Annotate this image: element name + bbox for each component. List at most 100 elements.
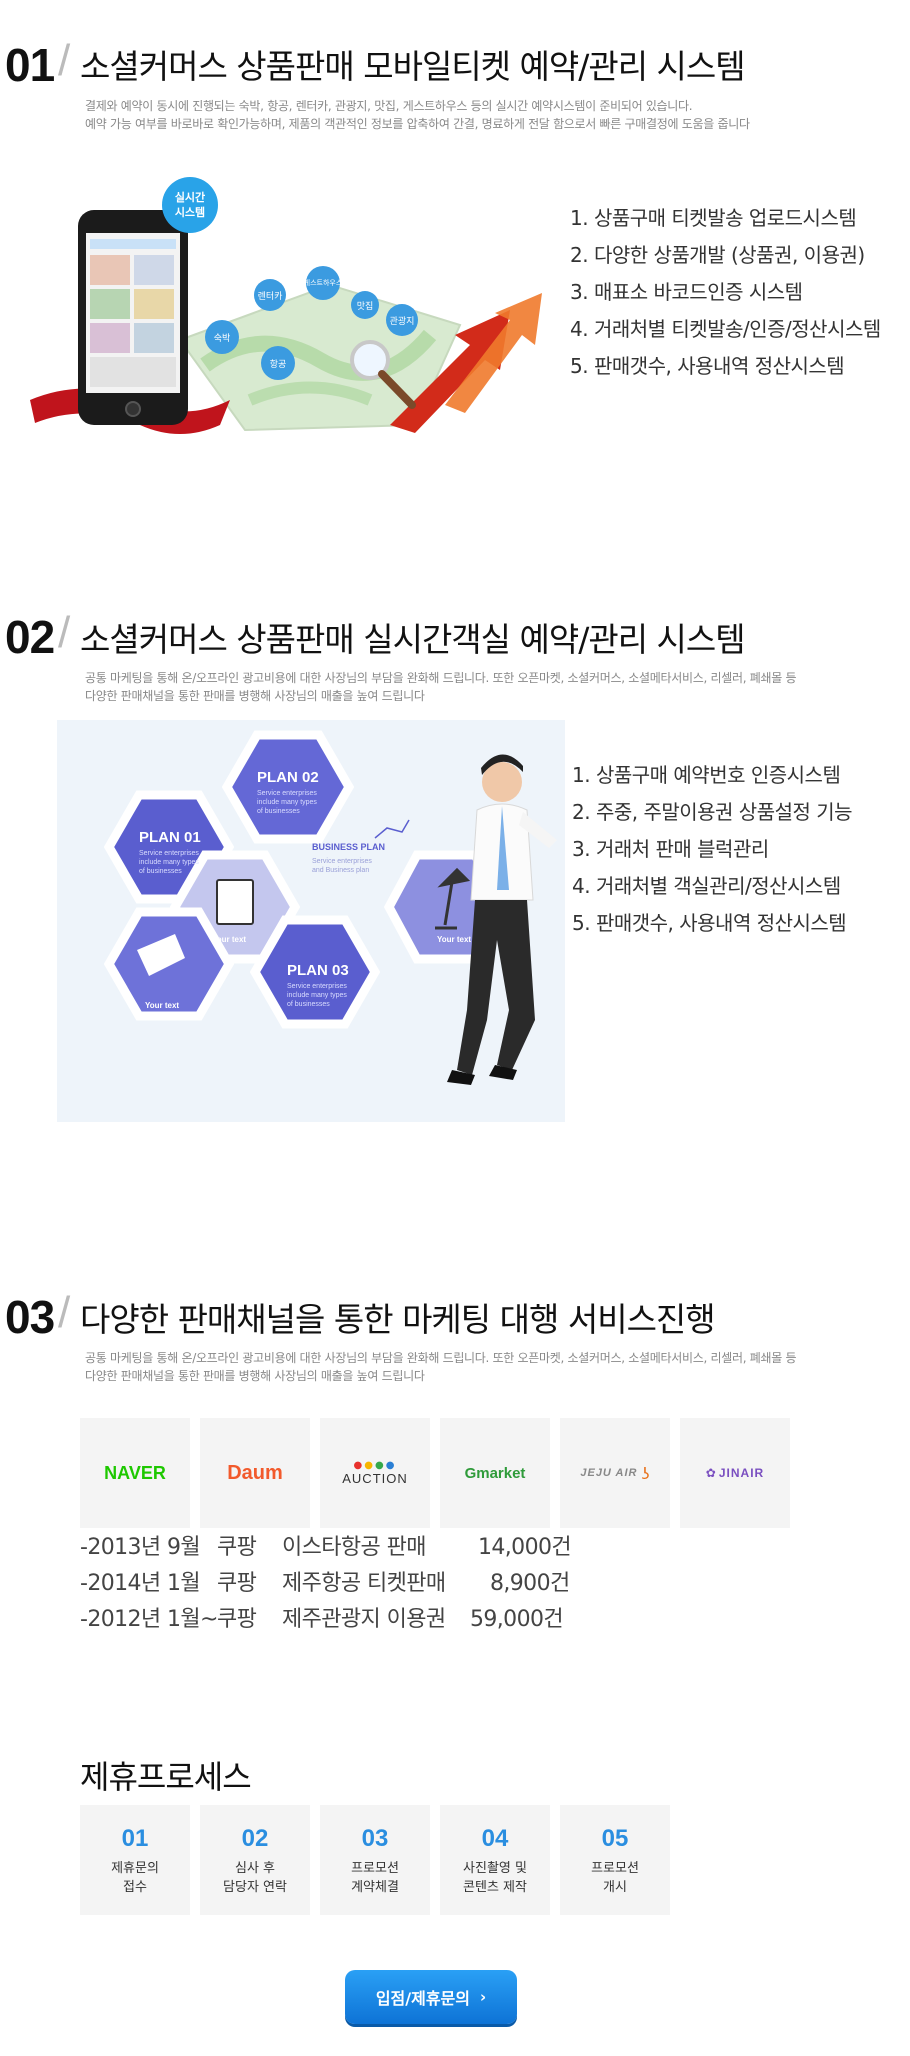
growth-arrow-icon (390, 310, 510, 433)
title-divider: / (58, 36, 71, 85)
jinair-logo: JINAIR (718, 1466, 765, 1480)
step-number: 05 (601, 1825, 629, 1852)
history-count: 59,000건 (470, 1607, 564, 1632)
businessman-illustration (447, 754, 557, 1085)
pin-label: 숙박 (214, 333, 231, 344)
feature-item: 3. 매표소 바코드인증 시스템 (570, 280, 803, 304)
lamp-icon (435, 867, 471, 930)
business-plan-label: BUSINESS PLAN (312, 842, 385, 852)
feature-item: 1. 상품구매 예약번호 인증시스템 (572, 763, 841, 787)
plan-title: PLAN 02 (257, 769, 319, 786)
partner-logo-auction[interactable]: ●●●● AUCTION (320, 1418, 430, 1528)
jejuair-mark-icon: ʖ (641, 1463, 650, 1483)
paper-icon (137, 934, 185, 976)
plan-subtext: include many types (287, 992, 347, 999)
feature-list: 1. 상품구매 티켓발송 업로드시스템 2. 다양한 상품개발 (상품권, 이용… (570, 200, 905, 385)
sales-history: -2013년 9월 쿠팡 이스타항공 판매 14,000건 -2014년 1월 … (80, 1530, 600, 1638)
pin-label: 맛집 (357, 300, 374, 312)
step-label: 프로모션 개시 (591, 1861, 639, 1895)
badge-line: 실시간 (175, 190, 205, 204)
pin-label: 항공 (270, 359, 287, 370)
partner-logo-gmarket[interactable]: Gmarket (440, 1418, 550, 1528)
feature-item: 5. 판매갯수, 사용내역 정산시스템 (572, 911, 847, 935)
step-label: 심사 후 담당자 연락 (223, 1861, 287, 1895)
title-divider: / (58, 608, 71, 657)
section-description: 공통 마케팅을 통해 온/오프라인 광고비용에 대한 사장님의 부담을 완화해 … (85, 671, 797, 703)
history-item: 제주관광지 이용권 (282, 1607, 446, 1632)
process-step: 02 심사 후 담당자 연락 (200, 1805, 310, 1915)
hex-caption: Your text (437, 935, 471, 944)
chevron-right-icon: › (479, 1988, 487, 2006)
step-number: 04 (481, 1825, 509, 1852)
jinair-butterfly-icon: ✿ (705, 1466, 716, 1480)
partner-logo-jejuair[interactable]: JEJU AIR ʖ (560, 1418, 670, 1528)
business-plan-sub: Service enterprises (312, 858, 372, 865)
process-step: 05 프로모션 개시 (560, 1805, 670, 1915)
feature-item: 3. 거래처 판매 블럭관리 (572, 837, 769, 861)
plan-subtext: Service enterprises (139, 850, 199, 857)
history-item: 제주항공 티켓판매 (282, 1571, 446, 1596)
plan-subtext: of businesses (257, 808, 300, 815)
feature-item: 4. 거래처별 객실관리/정산시스템 (572, 874, 841, 898)
section-number: 03 (5, 1291, 55, 1343)
section-description: 공통 마케팅을 통해 온/오프라인 광고비용에 대한 사장님의 부담을 완화해 … (85, 1351, 797, 1383)
title-divider: / (58, 1288, 71, 1337)
plan-subtext: include many types (257, 799, 317, 806)
naver-logo: NAVER (104, 1462, 166, 1483)
auction-logo: AUCTION (342, 1471, 408, 1486)
partnership-inquiry-button[interactable]: 입점/제휴문의 › (345, 1970, 517, 2024)
section-description: 결제와 예약이 동시에 진행되는 숙박, 항공, 렌터카, 관광지, 맛집, 게… (85, 99, 750, 131)
gmarket-logo: Gmarket (464, 1464, 526, 1482)
badge-line: 시스템 (175, 205, 205, 219)
mobile-ticket-illustration: 렌터카 게스트하우스 맛집 관광지 숙박 항공 실시간 시스템 (30, 177, 542, 434)
step-label: 사진촬영 및 콘텐츠 제작 (463, 1861, 527, 1895)
feature-list: 1. 상품구매 예약번호 인증시스템 2. 주중, 주말이용권 상품설정 기능 … (572, 757, 902, 942)
plan-title: PLAN 03 (287, 962, 349, 979)
history-channel: 쿠팡 (217, 1607, 257, 1632)
notebook-icon (216, 879, 254, 925)
process-title: 제휴프로세스 (80, 1758, 252, 1796)
plan-subtext: of businesses (139, 868, 182, 875)
history-period: -2014년 1월 (80, 1571, 201, 1596)
step-label: 프로모션 계약체결 (351, 1861, 399, 1895)
jejuair-logo: JEJU AIR (580, 1467, 638, 1479)
pin-label: 게스트하우스 (304, 278, 343, 287)
history-channel: 쿠팡 (217, 1535, 257, 1560)
feature-item: 2. 다양한 상품개발 (상품권, 이용권) (570, 243, 865, 267)
plan-subtext: Service enterprises (287, 983, 347, 990)
history-row: -2014년 1월 쿠팡 제주항공 티켓판매 8,900건 (80, 1566, 600, 1602)
section-title: 다양한 판매채널을 통한 마케팅 대행 서비스진행 (80, 1300, 716, 1339)
daum-logo: Daum (227, 1461, 283, 1484)
plan-subtext: Service enterprises (257, 790, 317, 797)
plan-subtext: of businesses (287, 1001, 330, 1008)
pin-label: 관광지 (390, 315, 415, 327)
partner-logo-naver[interactable]: NAVER (80, 1418, 190, 1528)
plan-title: PLAN 01 (139, 829, 201, 846)
history-period: -2013년 9월 (80, 1535, 201, 1560)
business-plan-illustration: PLAN 01 Service enterprises include many… (57, 720, 565, 1122)
step-number: 02 (241, 1825, 269, 1852)
realtime-badge (162, 177, 218, 233)
business-plan-sub: and Business plan (312, 867, 369, 874)
step-label: 제휴문의 접수 (111, 1861, 159, 1895)
step-number: 01 (121, 1825, 149, 1852)
feature-item: 4. 거래처별 티켓발송/인증/정산시스템 (570, 317, 881, 341)
step-number: 03 (361, 1825, 389, 1852)
section-number: 02 (5, 611, 55, 663)
history-count: 8,900건 (490, 1571, 570, 1596)
magnifier-icon (350, 340, 390, 380)
history-period: -2012년 1월~ (80, 1607, 218, 1632)
pin-label: 렌터카 (258, 291, 283, 302)
hex-caption: Your text (212, 935, 246, 944)
plan-subtext: include many types (139, 859, 199, 866)
history-count: 14,000건 (478, 1535, 572, 1560)
feature-item: 5. 판매갯수, 사용내역 정산시스템 (570, 354, 845, 378)
process-step: 04 사진촬영 및 콘텐츠 제작 (440, 1805, 550, 1915)
partner-logo-jinair[interactable]: ✿ JINAIR (680, 1418, 790, 1528)
history-item: 이스타항공 판매 (282, 1535, 426, 1560)
history-channel: 쿠팡 (217, 1571, 257, 1596)
process-step: 03 프로모션 계약체결 (320, 1805, 430, 1915)
partner-logo-daum[interactable]: Daum (200, 1418, 310, 1528)
feature-item: 1. 상품구매 티켓발송 업로드시스템 (570, 206, 857, 230)
process-step: 01 제휴문의 접수 (80, 1805, 190, 1915)
